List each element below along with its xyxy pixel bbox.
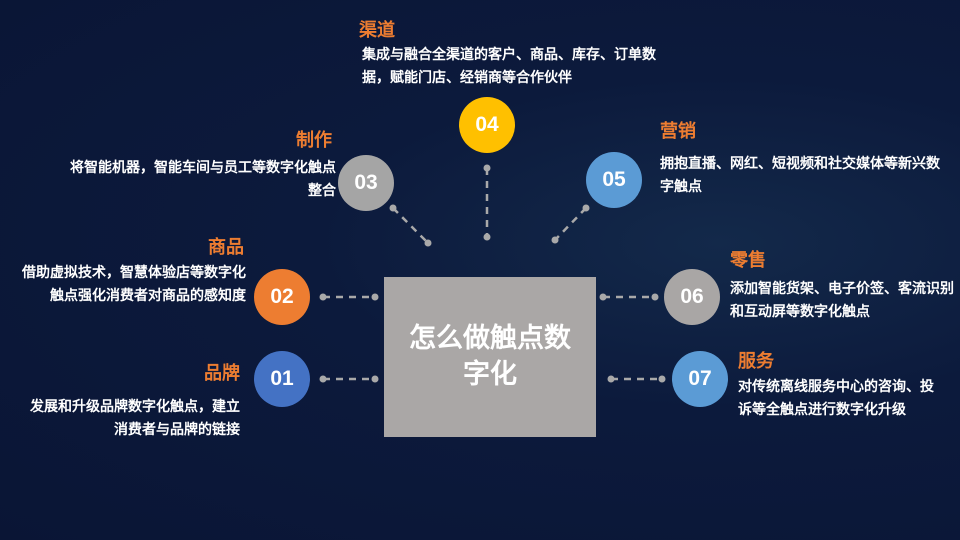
circle-04: 04 <box>459 97 515 153</box>
item-title-production: 制作 <box>296 130 332 151</box>
circle-number: 05 <box>602 168 626 191</box>
circle-02: 02 <box>254 269 310 325</box>
item-title-brand: 品牌 <box>204 363 240 384</box>
item-desc-goods: 借助虚拟技术，智慧体验店等数字化触点强化消费者对商品的感知度 <box>22 265 246 304</box>
center-title: 怎么做触点数字化 <box>409 323 571 390</box>
circle-number: 01 <box>270 367 294 390</box>
circle-07: 07 <box>672 351 728 407</box>
item-title-service: 服务 <box>738 351 774 372</box>
item-desc-marketing: 拥抱直播、网红、短视频和社交媒体等新兴数字触点 <box>660 156 940 195</box>
item-title-marketing: 营销 <box>660 121 696 142</box>
circle-03: 03 <box>338 155 394 211</box>
circle-06: 06 <box>664 269 720 325</box>
item-desc-service: 对传统离线服务中心的咨询、投诉等全触点进行数字化升级 <box>738 379 934 418</box>
item-desc-retail: 添加智能货架、电子价签、客流识别和互动屏等数字化触点 <box>730 281 954 320</box>
circle-number: 07 <box>688 367 712 390</box>
circle-05: 05 <box>586 152 642 208</box>
circle-01: 01 <box>254 351 310 407</box>
item-desc-brand: 发展和升级品牌数字化触点，建立消费者与品牌的链接 <box>30 399 240 438</box>
center-title-box: 怎么做触点数字化 <box>384 277 596 437</box>
item-desc-channel: 集成与融合全渠道的客户、商品、库存、订单数据，赋能门店、经销商等合作伙伴 <box>362 47 656 86</box>
circle-number: 02 <box>270 285 294 308</box>
circle-number: 03 <box>354 171 378 194</box>
item-title-channel: 渠道 <box>359 20 395 41</box>
item-title-goods: 商品 <box>208 237 244 258</box>
item-desc-production: 将智能机器，智能车间与员工等数字化触点整合 <box>70 160 336 199</box>
circle-number: 06 <box>680 285 704 308</box>
circle-number: 04 <box>475 113 499 136</box>
item-title-retail: 零售 <box>730 250 766 271</box>
